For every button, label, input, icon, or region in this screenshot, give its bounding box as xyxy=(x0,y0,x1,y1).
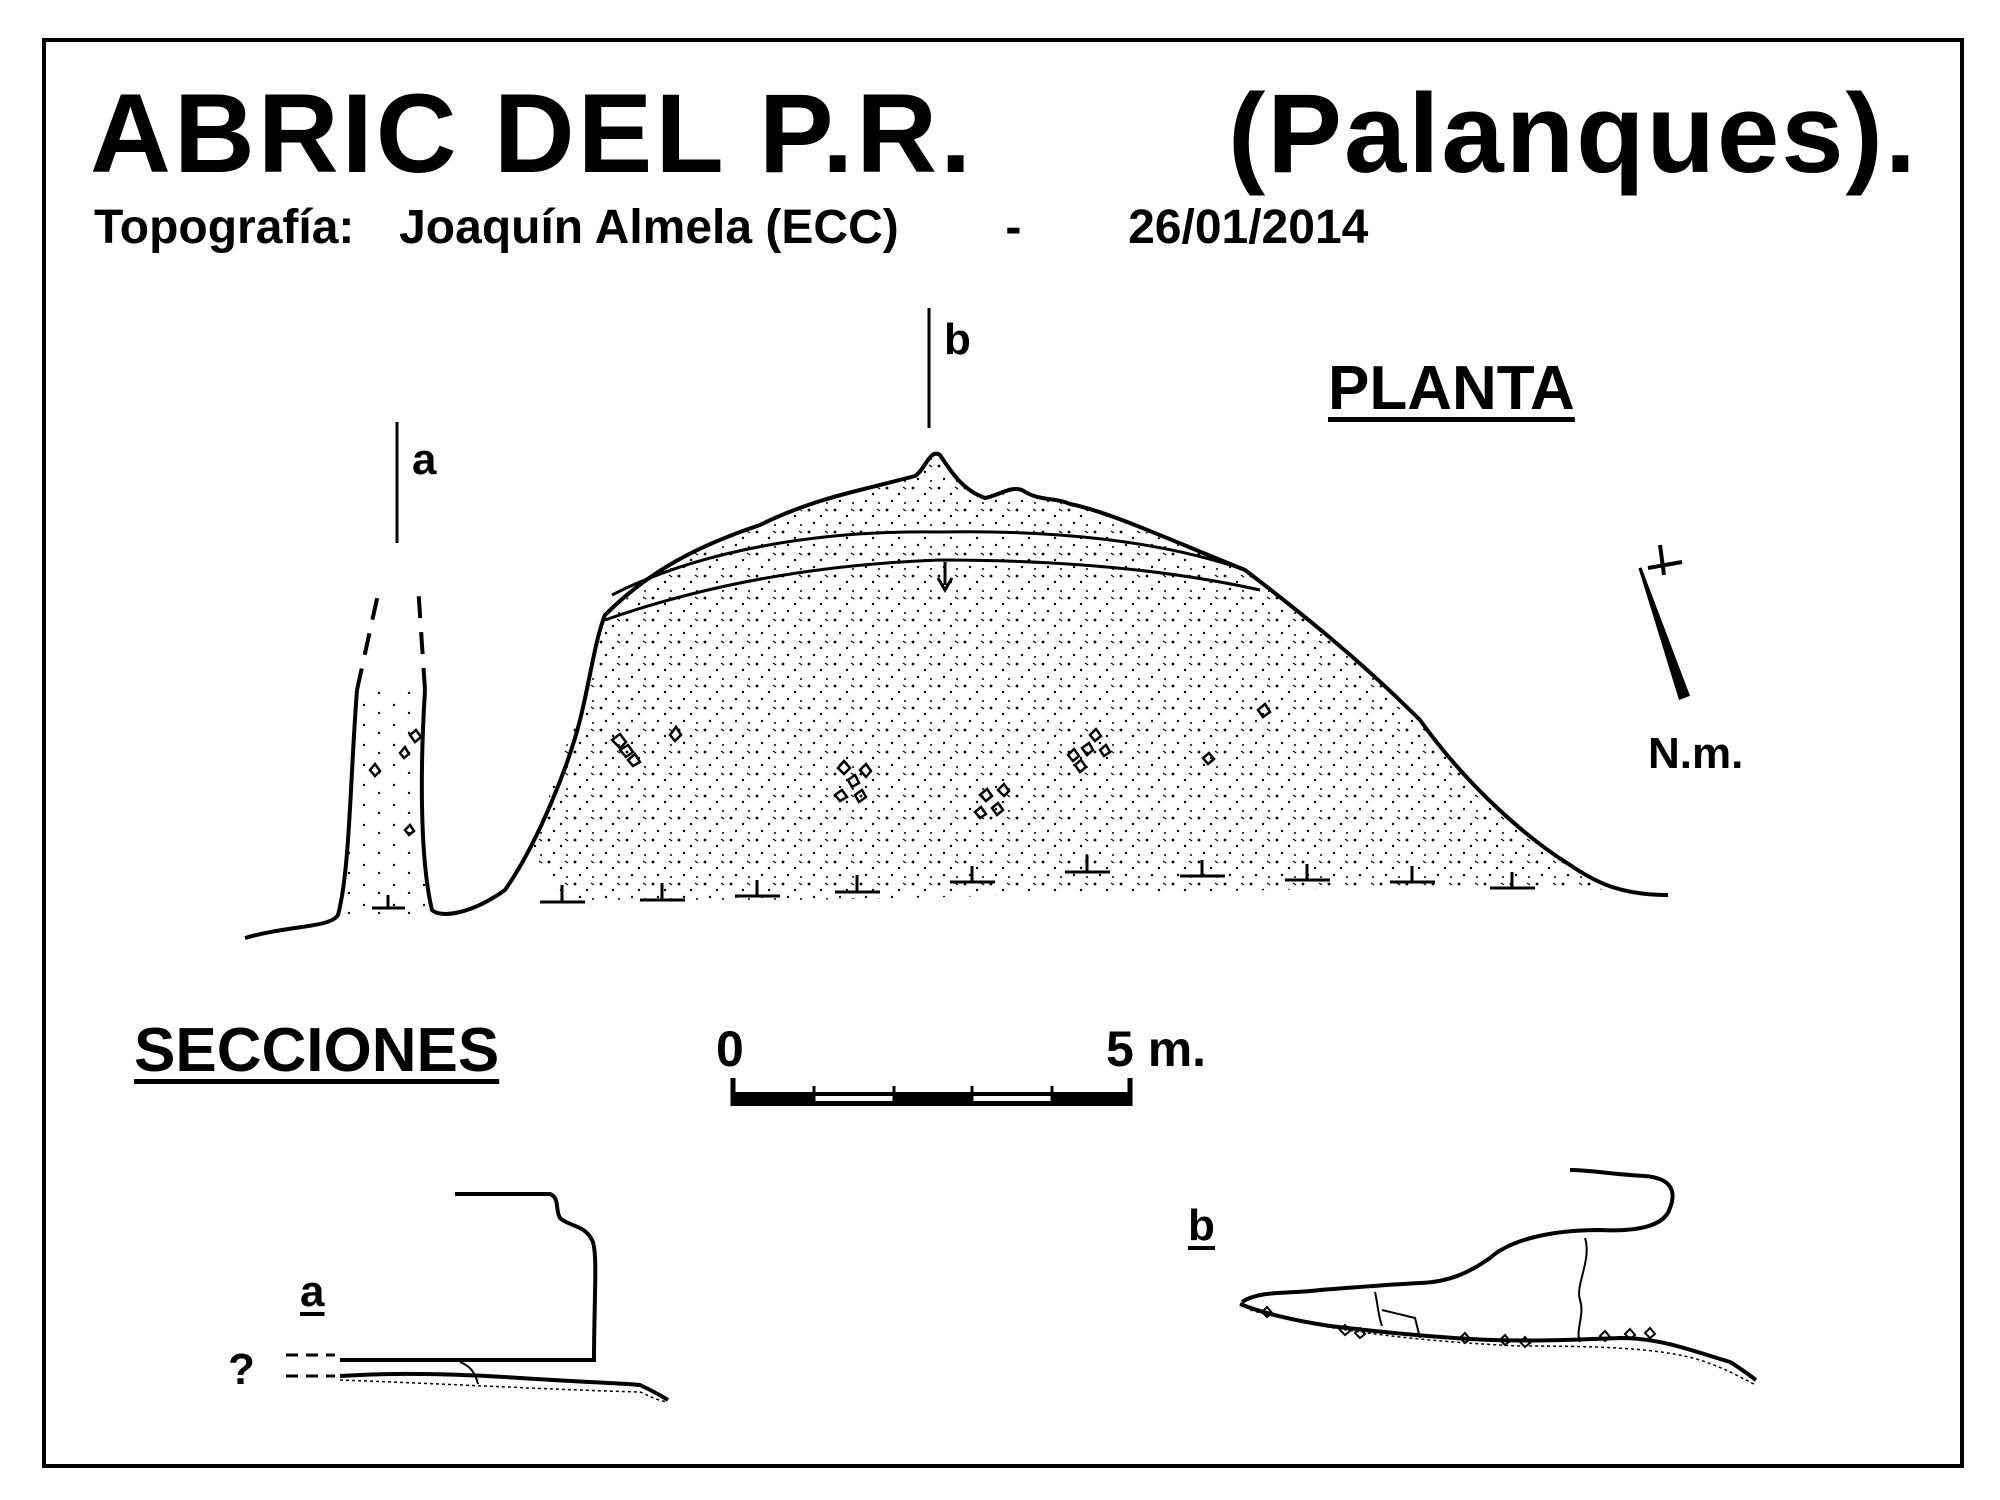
section-b-drawing xyxy=(1239,1168,1758,1385)
plan-floor-ticks xyxy=(372,855,1535,910)
section-a-unknown-mark: ? xyxy=(228,1345,255,1394)
section-a-label: a xyxy=(300,1267,325,1316)
survey-title: ABRIC DEL P.R. xyxy=(90,71,975,196)
plan-slope-arrow xyxy=(936,562,954,593)
plan-heading: PLANTA xyxy=(1328,354,1575,423)
plan-drawing xyxy=(244,308,1690,940)
survey-credits: Topografía: Joaquín Almela (ECC) - 26/01… xyxy=(94,204,1368,252)
scale-start-label: 0 xyxy=(716,1021,744,1077)
north-arrow-icon xyxy=(1638,544,1690,700)
credits-label: Topografía: xyxy=(94,201,355,254)
plan-boulders xyxy=(368,702,1272,837)
plan-pillar-dashed-top xyxy=(355,584,427,691)
plan-pillar-fill xyxy=(340,690,430,915)
plan-dripline xyxy=(578,451,1669,897)
credits-author: Joaquín Almela (ECC) xyxy=(399,201,899,254)
credits-separator: - xyxy=(1005,201,1022,254)
plan-ledge-upper xyxy=(611,530,1246,597)
survey-place: (Palanques). xyxy=(1228,71,1918,196)
scale-bar xyxy=(730,1078,1133,1106)
credits-date: 26/01/2014 xyxy=(1128,201,1369,254)
section-a-drawing xyxy=(286,1192,670,1403)
plan-section-b-label: b xyxy=(944,315,971,364)
sections-heading: SECCIONES xyxy=(134,1016,500,1085)
scale-end-label: 5 m. xyxy=(1106,1021,1207,1077)
plan-section-a-label: a xyxy=(412,435,437,484)
section-b-label: b xyxy=(1188,1201,1215,1250)
plan-ledge-lower xyxy=(604,558,1261,622)
plan-shelter-fill xyxy=(533,453,1620,905)
drawing-frame xyxy=(42,38,1964,1468)
north-label: N.m. xyxy=(1648,729,1744,778)
